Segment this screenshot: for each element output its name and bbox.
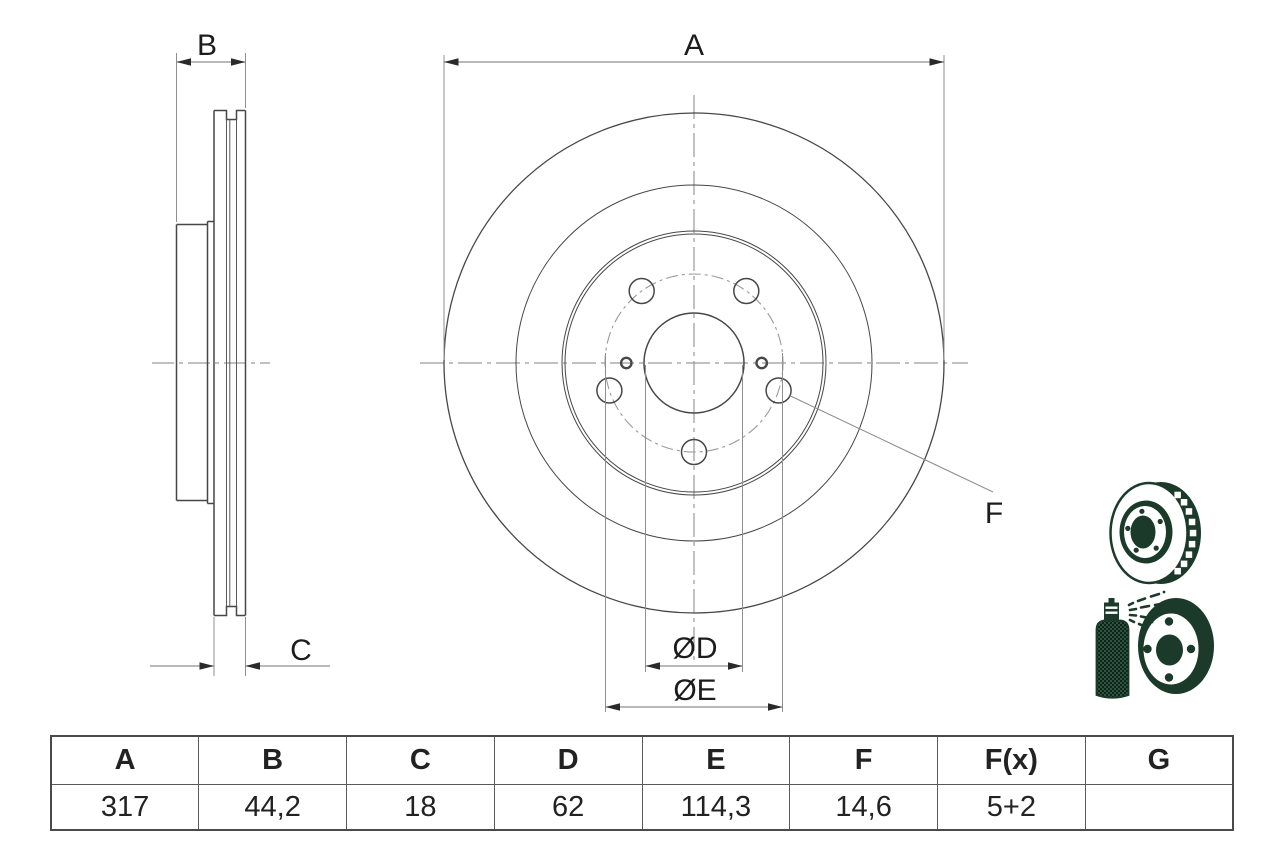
disc-bolt-holes: [1143, 617, 1196, 682]
dimension-a: A: [443, 29, 945, 360]
side-view-cross-section: B C: [150, 29, 330, 676]
dimension-table: A B C D E F F(x) G 317 44,2 18 62 114,3 …: [50, 735, 1234, 831]
set-screw-hole: [619, 356, 633, 370]
table-header-row: A B C D E F F(x) G: [50, 735, 1234, 785]
arrowhead-right: [728, 662, 743, 670]
col-header-b: B: [198, 735, 347, 785]
dimension-e: ØE: [605, 353, 783, 712]
set-screw-holes: [619, 356, 769, 370]
dim-label-f: F: [985, 497, 1003, 530]
dim-value-a: 317: [50, 784, 200, 831]
dim-value-c: 18: [346, 784, 495, 831]
dim-value-b: 44,2: [198, 784, 347, 831]
dimension-b: B: [176, 29, 246, 222]
front-view: A ØD ØE F: [420, 29, 1003, 712]
center-bore-circle: [643, 312, 745, 414]
hub-bolt-dots: [1125, 508, 1163, 553]
dim-label-b: B: [197, 29, 217, 62]
arrowhead-right: [929, 58, 944, 66]
arrowhead-left: [176, 58, 191, 66]
vent-slots: [1174, 491, 1197, 575]
table-value-row: 317 44,2 18 62 114,3 14,6 5+2: [50, 784, 1234, 831]
bolt-hole: [628, 277, 655, 305]
coated-disc-spray-icon: [1095, 590, 1214, 699]
vented-brake-disc-icon: [1109, 481, 1201, 585]
vent-channel-lines: [226, 119, 237, 607]
col-header-fx: F(x): [937, 735, 1086, 785]
outer-diameter-circle: [443, 112, 945, 614]
arrowhead-right: [768, 703, 783, 711]
col-header-f: F: [789, 735, 938, 785]
friction-surface-circle: [515, 184, 873, 542]
bolt-hole: [765, 377, 792, 404]
bolt-hole: [596, 377, 623, 404]
col-header-c: C: [346, 735, 495, 785]
dim-value-fx: 5+2: [937, 784, 1086, 831]
dimension-c: C: [150, 617, 330, 676]
dim-value-g: [1084, 784, 1234, 831]
arrowhead-left: [444, 58, 459, 66]
disc-profile: [175, 109, 247, 617]
col-header-g: G: [1084, 735, 1234, 785]
hat-edge-circle-inner: [564, 233, 824, 493]
bolt-holes: [596, 277, 792, 466]
dim-label-a: A: [684, 29, 704, 62]
dim-label-c: C: [290, 634, 312, 667]
dim-value-f: 14,6: [789, 784, 938, 831]
arrowhead-left: [605, 703, 620, 711]
bolt-hole: [733, 277, 760, 305]
spray-dots: [1150, 590, 1169, 624]
dim-value-d: 62: [493, 784, 643, 831]
spray-can: [1095, 598, 1130, 699]
col-header-d: D: [493, 735, 643, 785]
set-screw-hole: [755, 356, 769, 370]
dim-value-e: 114,3: [641, 784, 791, 831]
col-header-e: E: [641, 735, 791, 785]
arrowhead-right: [199, 662, 214, 670]
hat-edge-circle-outer: [561, 230, 827, 496]
col-header-a: A: [50, 735, 200, 785]
arrowhead-left: [645, 662, 660, 670]
dimension-d: ØD: [645, 365, 743, 672]
bolt-hole: [680, 438, 708, 466]
spray-fan: [1127, 592, 1165, 629]
arrowhead-left: [245, 662, 260, 670]
dimension-f-leader: F: [789, 395, 1003, 530]
dim-label-oe: ØE: [673, 674, 716, 707]
arrowhead-right: [231, 58, 246, 66]
dim-label-od: ØD: [673, 632, 718, 665]
